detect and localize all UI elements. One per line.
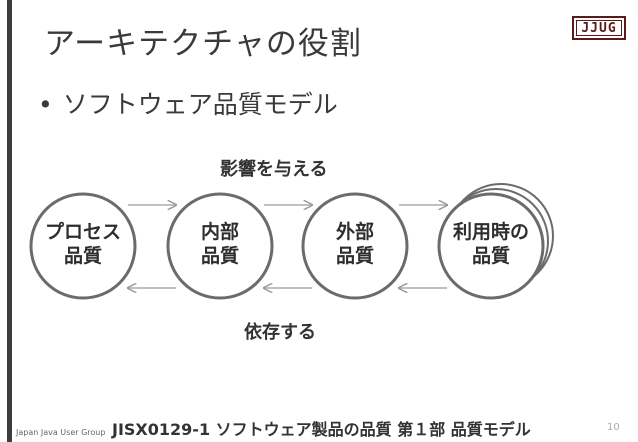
arrow-label-influences: 影響を与える — [220, 159, 328, 180]
footer-reference: JISX0129-1 ソフトウェア製品の品質 第１部 品質モデル — [112, 420, 531, 439]
node-in-use-line1: 利用時の — [452, 221, 529, 243]
node-internal: 内部 品質 — [165, 220, 275, 268]
node-process-line1: プロセス — [44, 221, 121, 243]
node-circle-internal — [166, 192, 274, 300]
node-in-use-line2: 品質 — [471, 245, 510, 267]
node-circle-process — [29, 192, 137, 300]
node-in-use: 利用時の 品質 — [436, 220, 546, 268]
node-circle-external — [301, 192, 409, 300]
bullet-text: ソフトウェア品質モデル — [62, 90, 338, 119]
node-external-line1: 外部 — [335, 221, 374, 243]
node-external: 外部 品質 — [300, 220, 410, 268]
jjug-logo: JJUG — [572, 16, 626, 40]
arrow-label-depends: 依存する — [244, 322, 316, 343]
node-process-line2: 品質 — [63, 245, 102, 267]
node-external-line2: 品質 — [335, 245, 374, 267]
left-accent-bar — [7, 0, 12, 442]
page-number: 10 — [607, 422, 620, 433]
node-process: プロセス 品質 — [28, 220, 138, 268]
footer-group-name: Japan Java User Group — [16, 428, 106, 437]
node-internal-line2: 品質 — [200, 245, 239, 267]
slide-title: アーキテクチャの役割 — [44, 26, 362, 62]
node-circle-in-use — [437, 192, 545, 300]
node-internal-line1: 内部 — [200, 221, 239, 243]
bullet-item: • ソフトウェア品質モデル — [38, 85, 338, 121]
bullet-marker: • — [38, 90, 53, 119]
